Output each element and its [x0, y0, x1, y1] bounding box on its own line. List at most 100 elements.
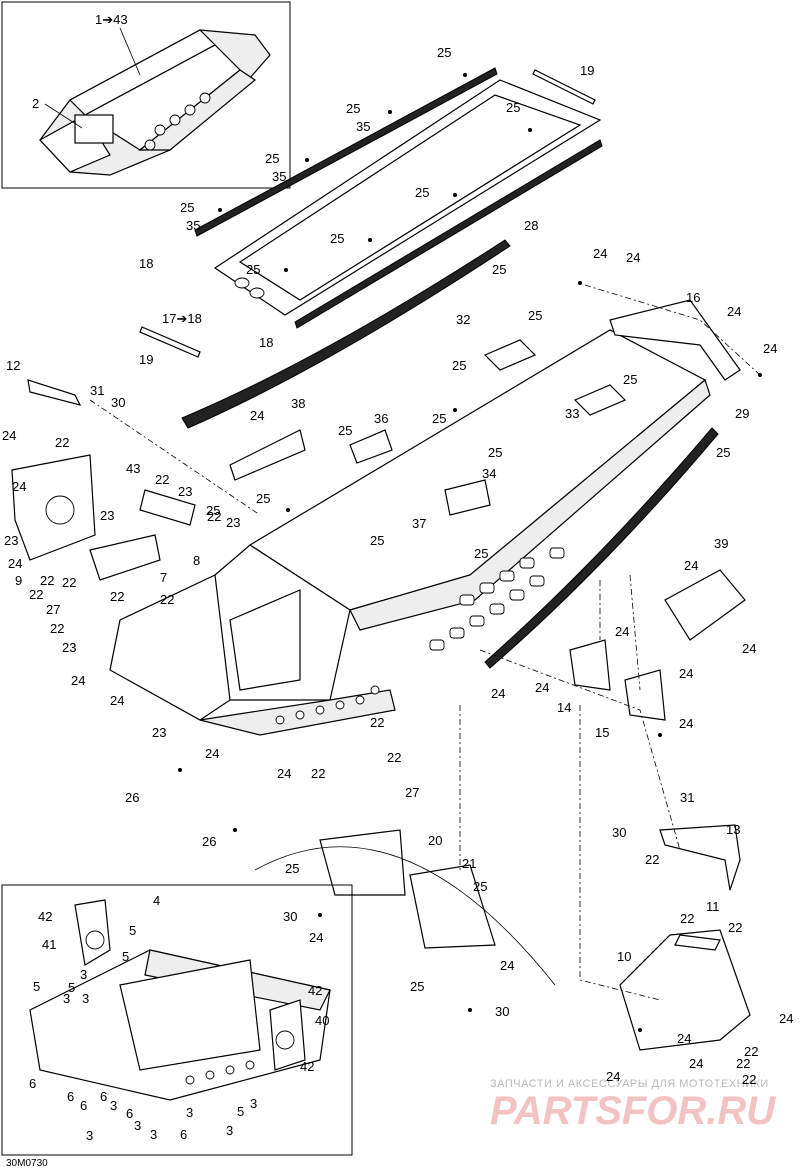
callout-22: 22 [110, 589, 124, 604]
callout-25: 25 [432, 411, 446, 426]
callout-37: 37 [412, 516, 426, 531]
bracket-21 [409, 864, 496, 949]
tunnel-cutouts [275, 547, 565, 725]
callout-5: 5 [122, 949, 129, 964]
callout-25: 25 [330, 231, 344, 246]
traction-strip-left [181, 239, 511, 429]
callout-30: 30 [612, 825, 626, 840]
callout-18: 18 [259, 335, 273, 350]
callout-24: 24 [205, 746, 219, 761]
callout-22: 22 [160, 592, 174, 607]
callout-17-18: 17➔18 [162, 311, 202, 326]
bracket-38 [229, 429, 306, 481]
callout-24: 24 [679, 716, 693, 731]
callout-22: 22 [55, 435, 69, 450]
callout-22: 22 [155, 472, 169, 487]
inset-top-left: 1➔43 2 [1, 1, 291, 189]
handle-13 [659, 824, 741, 891]
callout-25: 25 [206, 503, 220, 518]
callout-3: 3 [63, 991, 70, 1006]
callout-14: 14 [557, 700, 571, 715]
callout-28: 28 [524, 218, 538, 233]
callout-25: 25 [338, 423, 352, 438]
routing-line [579, 705, 661, 1001]
callout-31: 31 [680, 790, 694, 805]
callout-22: 22 [29, 587, 43, 602]
callout-24: 24 [2, 428, 16, 443]
callout-labels: 25 19 25 35 25 25 35 25 25 35 28 25 18 2… [2, 45, 793, 1143]
callout-16: 16 [686, 290, 700, 305]
bracket-15 [624, 669, 666, 721]
callout-25: 25 [180, 200, 194, 215]
callout-24: 24 [500, 958, 514, 973]
bracket-36 [349, 429, 393, 464]
callout-6: 6 [67, 1089, 74, 1104]
callout-24: 24 [689, 1056, 703, 1071]
callout-5: 5 [33, 979, 40, 994]
callout-22: 22 [387, 750, 401, 765]
callout-24: 24 [535, 680, 549, 695]
callout-24: 24 [110, 693, 124, 708]
callout-33: 33 [565, 406, 579, 421]
callout-22: 22 [62, 575, 76, 590]
callout-22: 22 [645, 852, 659, 867]
callout-3: 3 [186, 1105, 193, 1120]
callout-25: 25 [256, 491, 270, 506]
callout-24: 24 [615, 624, 629, 639]
guard-7 [89, 534, 161, 581]
callout-25: 25 [346, 101, 360, 116]
callout-5: 5 [68, 980, 75, 995]
callout-35: 35 [356, 119, 370, 134]
callout-19: 19 [580, 63, 594, 78]
callout-24: 24 [71, 673, 85, 688]
callout-5: 5 [237, 1104, 244, 1119]
callout-23: 23 [226, 515, 240, 530]
callout-25: 25 [623, 372, 637, 387]
callout-30: 30 [111, 395, 125, 410]
callout-24: 24 [727, 304, 741, 319]
callout-8: 8 [193, 553, 200, 568]
bracket-20 [319, 829, 406, 896]
callout-25: 25 [437, 45, 451, 60]
bracket-33 [573, 384, 627, 416]
callout-13: 13 [726, 822, 740, 837]
callout-24: 24 [779, 1011, 793, 1026]
callout-22: 22 [370, 715, 384, 730]
callout-22: 22 [744, 1044, 758, 1059]
callout-25: 25 [528, 308, 542, 323]
callout-25: 25 [488, 445, 502, 460]
callout-6: 6 [126, 1106, 133, 1121]
callout-25: 25 [410, 979, 424, 994]
bracket-11 [674, 934, 721, 951]
callout-3: 3 [250, 1096, 257, 1111]
watermark-text: ЗАПЧАСТИ И АКСЕССУАРЫ ДЛЯ МОТОТЕХНИКИ [490, 1078, 769, 1090]
callout-22: 22 [50, 621, 64, 636]
callout-24: 24 [679, 666, 693, 681]
callout-35: 35 [186, 218, 200, 233]
callout-7: 7 [160, 570, 167, 585]
callout-12: 12 [6, 358, 20, 373]
watermark-logo: PARTSFOR.RU [490, 1089, 776, 1133]
callout-26: 26 [125, 790, 139, 805]
callout-24: 24 [8, 556, 22, 571]
callout-25: 25 [452, 358, 466, 373]
callout-15: 15 [595, 725, 609, 740]
callout-25: 25 [246, 262, 260, 277]
plate-10 [619, 929, 751, 1051]
callout-3: 3 [110, 1098, 117, 1113]
callout-24: 24 [277, 766, 291, 781]
bracket-32 [483, 339, 537, 371]
bracket-14 [569, 639, 611, 691]
callout-35: 35 [272, 169, 286, 184]
callout-24: 24 [763, 341, 777, 356]
callout-22: 22 [680, 911, 694, 926]
callout-10: 10 [617, 949, 631, 964]
callout-3: 3 [86, 1128, 93, 1143]
callout-25: 25 [285, 861, 299, 876]
callout-22: 22 [207, 509, 221, 524]
callout-32: 32 [456, 312, 470, 327]
callout-42: 42 [38, 909, 52, 924]
callout-24: 24 [626, 250, 640, 265]
callout-22: 22 [736, 1056, 750, 1071]
